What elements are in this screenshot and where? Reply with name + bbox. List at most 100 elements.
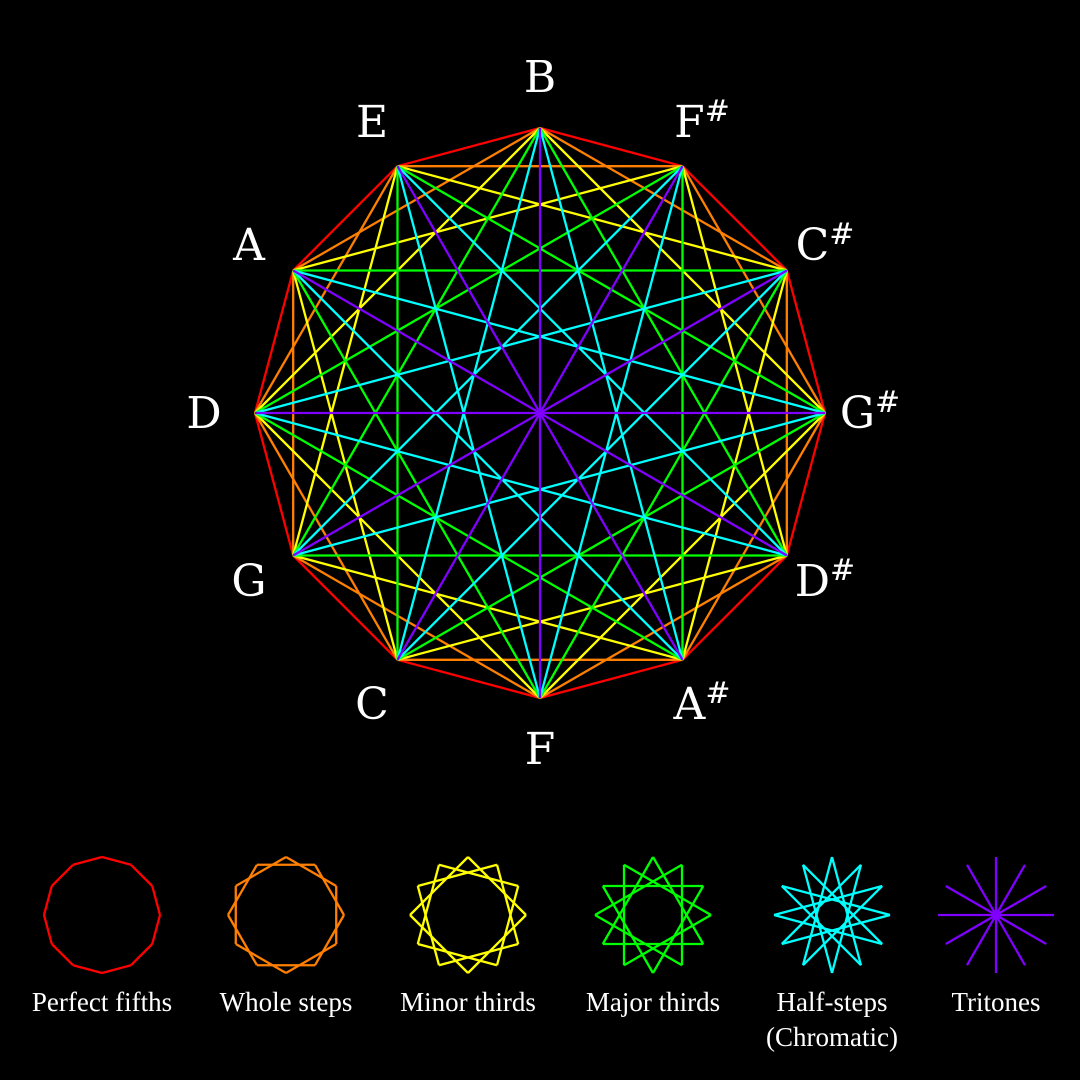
- legend-whole-steps-line: [314, 914, 345, 966]
- legend-minor-thirds-line: [438, 942, 519, 967]
- legend-minor-thirds-line: [417, 942, 498, 967]
- legend-whole-steps-line: [285, 856, 337, 887]
- legend-major-thirds-line: [601, 885, 654, 974]
- note-sharp: #: [705, 94, 730, 129]
- half-steps-line: [292, 411, 826, 557]
- half-steps-line: [396, 269, 788, 661]
- legend-half-steps-line: [802, 885, 884, 967]
- perfect-fifths-line: [397, 126, 541, 168]
- note-label: D#: [795, 553, 855, 607]
- note-sharp: #: [875, 385, 900, 420]
- legend-perfect-fifths-line: [101, 855, 132, 866]
- note-letter: D: [795, 556, 830, 607]
- legend-caption: Major thirds: [586, 987, 720, 1017]
- note-letter: A: [673, 679, 707, 730]
- note-letter: G: [840, 388, 875, 439]
- note-label: E: [356, 97, 388, 148]
- perfect-fifths-line: [785, 412, 827, 556]
- note-letter: C: [796, 220, 830, 271]
- legend-major-thirds-line: [601, 856, 654, 945]
- legend-minor-thirds-line: [495, 864, 520, 945]
- note-sharp: #: [705, 676, 730, 711]
- legend-perfect-fifths-line: [101, 964, 132, 975]
- legend-minor-thirds-line: [417, 863, 498, 888]
- legend-whole-steps-line: [227, 914, 258, 966]
- half-steps-lines: [254, 127, 826, 699]
- legend-perfect-fifths-line: [50, 863, 74, 887]
- legend-item-half-steps: Half-steps(Chromatic): [766, 856, 898, 1052]
- note-label: F: [525, 724, 556, 775]
- legend-caption: Perfect fifths: [32, 987, 172, 1017]
- legend-perfect-fifths-line: [72, 964, 103, 975]
- legend-half-steps-line: [773, 913, 883, 946]
- half-steps-line: [292, 269, 684, 661]
- legend-whole-steps-line: [314, 864, 345, 916]
- legend-perfect-fifths-line: [151, 914, 162, 945]
- note-letter: E: [356, 97, 388, 148]
- legend-item-whole-steps: Whole steps: [220, 856, 352, 1017]
- legend-half-steps-line: [780, 885, 862, 967]
- half-steps-line: [396, 165, 788, 557]
- note-letter: F: [525, 724, 556, 775]
- perfect-fifths-line: [253, 412, 295, 556]
- half-steps-line: [396, 165, 542, 699]
- note-letter: C: [355, 679, 389, 730]
- legend-major-thirds-line: [594, 863, 683, 916]
- legend-perfect-fifths-line: [72, 855, 103, 866]
- perfect-fifths-lines: [253, 126, 827, 700]
- note-sharp: #: [830, 553, 855, 588]
- perfect-fifths-line: [539, 126, 683, 168]
- note-sharp: #: [829, 217, 854, 252]
- legend-caption: Tritones: [951, 987, 1040, 1017]
- note-label: A: [232, 220, 266, 271]
- legend-minor-thirds-line: [416, 885, 441, 966]
- note-label: D: [186, 388, 221, 439]
- legend-caption: Half-steps: [777, 987, 888, 1017]
- legend-item-tritones: Tritones: [938, 857, 1054, 1017]
- half-steps-line: [538, 165, 684, 699]
- legend-caption: Minor thirds: [400, 987, 536, 1017]
- legend-minor-thirds-line: [467, 856, 527, 916]
- half-steps-line: [292, 165, 684, 557]
- legend-item-perfect-fifths: Perfect fifths: [32, 855, 172, 1017]
- legend-perfect-fifths-line: [50, 943, 74, 967]
- legend-half-steps-line: [781, 913, 891, 946]
- legend-whole-steps-line: [235, 943, 287, 974]
- note-label: B: [524, 52, 556, 103]
- legend-half-steps-line: [801, 856, 834, 966]
- legend-minor-thirds-line: [409, 914, 469, 974]
- legend-whole-steps-line: [227, 864, 258, 916]
- legend-minor-thirds-line: [495, 885, 520, 966]
- legend-half-steps-line: [802, 863, 884, 945]
- note-label: G#: [840, 385, 900, 439]
- legend-half-steps-line: [830, 856, 863, 966]
- legend-major-thirds-line: [652, 856, 705, 945]
- legend-half-steps-line: [830, 864, 863, 974]
- perfect-fifths-line: [292, 554, 399, 661]
- perfect-fifths-line: [681, 165, 788, 272]
- legend-half-steps-line: [781, 884, 891, 917]
- legend-perfect-fifths-line: [151, 885, 162, 916]
- tritones-lines: [255, 128, 825, 698]
- perfect-fifths-line: [397, 658, 541, 700]
- legend-minor-thirds-line: [467, 914, 527, 974]
- note-letter: G: [231, 556, 266, 607]
- note-letter: B: [524, 52, 556, 103]
- note-label: G: [231, 556, 266, 607]
- legend-minor-thirds-line: [438, 863, 519, 888]
- half-steps-line: [292, 269, 826, 415]
- legend-half-steps-line: [801, 864, 834, 974]
- tritones-line: [396, 165, 684, 661]
- note-label: C#: [796, 217, 855, 271]
- note-letter: F: [674, 97, 705, 148]
- perfect-fifths-line: [539, 658, 683, 700]
- legend-item-major-thirds: Major thirds: [586, 856, 720, 1017]
- perfect-fifths-line: [292, 165, 399, 272]
- legend-major-thirds-line: [652, 885, 705, 974]
- half-steps-line: [538, 127, 684, 661]
- legend-whole-steps-line: [235, 856, 287, 887]
- legend-minor-thirds-line: [409, 856, 469, 916]
- legend-perfect-fifths-line: [130, 863, 154, 887]
